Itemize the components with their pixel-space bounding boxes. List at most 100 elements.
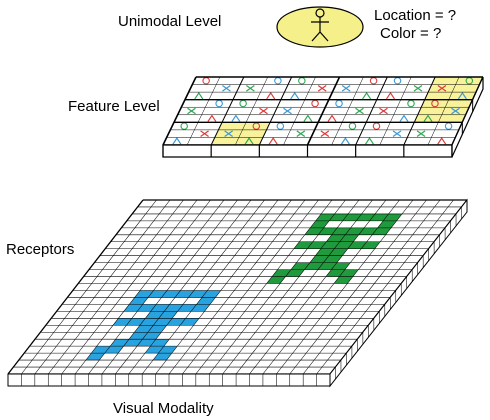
receptor-cell-green — [309, 255, 329, 263]
receptor-cell-green — [345, 227, 365, 235]
receptor-cell-blue — [104, 346, 124, 354]
receptor-cell-green — [272, 269, 291, 277]
receptor-cell-green — [307, 241, 327, 249]
caret-up-icon — [303, 114, 313, 122]
receptor-cell-green — [361, 241, 381, 249]
receptor-col-line — [101, 199, 238, 375]
caret-up-icon — [290, 91, 300, 100]
receptor-col-line — [88, 199, 225, 375]
receptor-col-line — [276, 199, 414, 375]
receptor-cell-blue — [147, 325, 167, 333]
feature-front-edge — [162, 76, 484, 158]
receptor-col-line — [289, 199, 427, 375]
receptor-cell-blue — [85, 353, 105, 361]
unimodal-level-label: Unimodal Level — [118, 13, 221, 30]
feature-col-line — [162, 76, 197, 146]
receptor-cell-green — [331, 227, 351, 235]
x-cross-icon — [413, 85, 423, 92]
x-cross-icon — [320, 130, 330, 137]
x-cross-icon — [200, 130, 209, 137]
receptor-cell-blue — [110, 339, 129, 347]
caret-up-icon — [207, 114, 217, 122]
receptor-cell-blue — [164, 304, 184, 312]
x-cross-icon — [355, 107, 364, 115]
receptor-cell-blue — [123, 339, 143, 347]
feature-col-line — [258, 76, 293, 146]
receptor-cell-blue — [188, 290, 208, 298]
receptor-front-edge — [7, 198, 468, 388]
x-cross-icon — [392, 130, 402, 137]
receptor-cell-green — [331, 262, 351, 270]
feature-col-line — [355, 76, 388, 146]
x-cross-icon — [246, 85, 255, 92]
caret-up-icon — [386, 91, 395, 100]
receptor-cell-green — [320, 241, 340, 249]
receptor-col-line — [74, 199, 211, 375]
x-cross-icon — [187, 107, 196, 115]
receptor-col-line — [302, 199, 441, 375]
receptor-cell-green — [285, 269, 305, 277]
receptor-cell-green — [325, 269, 345, 277]
feature-level-label: Feature Level — [68, 98, 160, 115]
receptor-cell-green — [334, 241, 354, 249]
caret-up-icon — [423, 114, 433, 122]
caret-up-icon — [362, 91, 372, 100]
receptor-cell-blue — [134, 290, 154, 298]
receptor-col-line — [235, 199, 373, 375]
receptor-cell-green — [266, 276, 286, 284]
receptor-cell-green — [342, 213, 362, 221]
receptor-col-line — [21, 199, 157, 375]
receptor-cell-green — [315, 213, 335, 221]
receptor-cell-blue — [201, 290, 221, 298]
receptor-cell-green — [315, 248, 335, 256]
receptor-col-line — [34, 199, 171, 375]
receptor-cell-blue — [134, 325, 154, 333]
receptor-cell-blue — [161, 290, 181, 298]
x-cross-icon — [222, 85, 231, 92]
receptor-col-line — [195, 199, 333, 375]
receptor-cell-blue — [139, 318, 159, 326]
receptor-cell-blue — [113, 318, 132, 326]
receptor-cell-blue — [175, 290, 194, 298]
receptor-cell-green — [304, 262, 324, 270]
receptor-cell-green — [369, 213, 389, 221]
receptor-cell-blue — [91, 346, 111, 354]
caret-up-icon — [399, 114, 409, 122]
x-cross-icon — [379, 107, 388, 115]
receptor-cell-green — [329, 213, 349, 221]
receptor-cell-green — [358, 227, 378, 235]
receptor-cell-blue — [123, 304, 143, 312]
receptor-cells — [85, 213, 403, 361]
receptor-col-line — [7, 199, 144, 375]
receptor-col-line — [128, 199, 265, 375]
receptor-cell-green — [293, 241, 313, 249]
receptor-col-line — [141, 199, 279, 375]
receptor-col-line — [262, 199, 400, 375]
receptor-cell-blue — [180, 318, 200, 326]
feature-subcol-line — [427, 76, 460, 146]
caret-up-icon — [266, 91, 276, 100]
feature-col-line — [306, 76, 341, 146]
receptor-cell-blue — [129, 297, 149, 305]
receptor-cell-green — [377, 220, 397, 228]
receptor-col-line — [182, 199, 319, 375]
feature-subcol-line — [186, 76, 221, 146]
feature-symbols — [172, 77, 474, 145]
receptor-cell-blue — [158, 346, 178, 354]
color-label: Color = ? — [380, 25, 441, 42]
receptor-grid — [7, 198, 468, 388]
receptor-col-line — [222, 199, 360, 375]
caret-up-icon — [457, 91, 467, 100]
caret-up-icon — [437, 137, 447, 145]
receptor-cell-green — [310, 220, 330, 228]
feature-subcol-line — [379, 76, 412, 146]
receptor-cell-green — [339, 234, 359, 242]
x-cross-icon — [259, 107, 268, 115]
x-cross-icon — [437, 85, 447, 92]
feature-grid — [162, 76, 484, 158]
receptor-cell-blue — [166, 318, 186, 326]
receptor-cell-blue — [177, 304, 197, 312]
x-cross-icon — [317, 85, 327, 92]
receptor-col-line — [209, 199, 346, 375]
